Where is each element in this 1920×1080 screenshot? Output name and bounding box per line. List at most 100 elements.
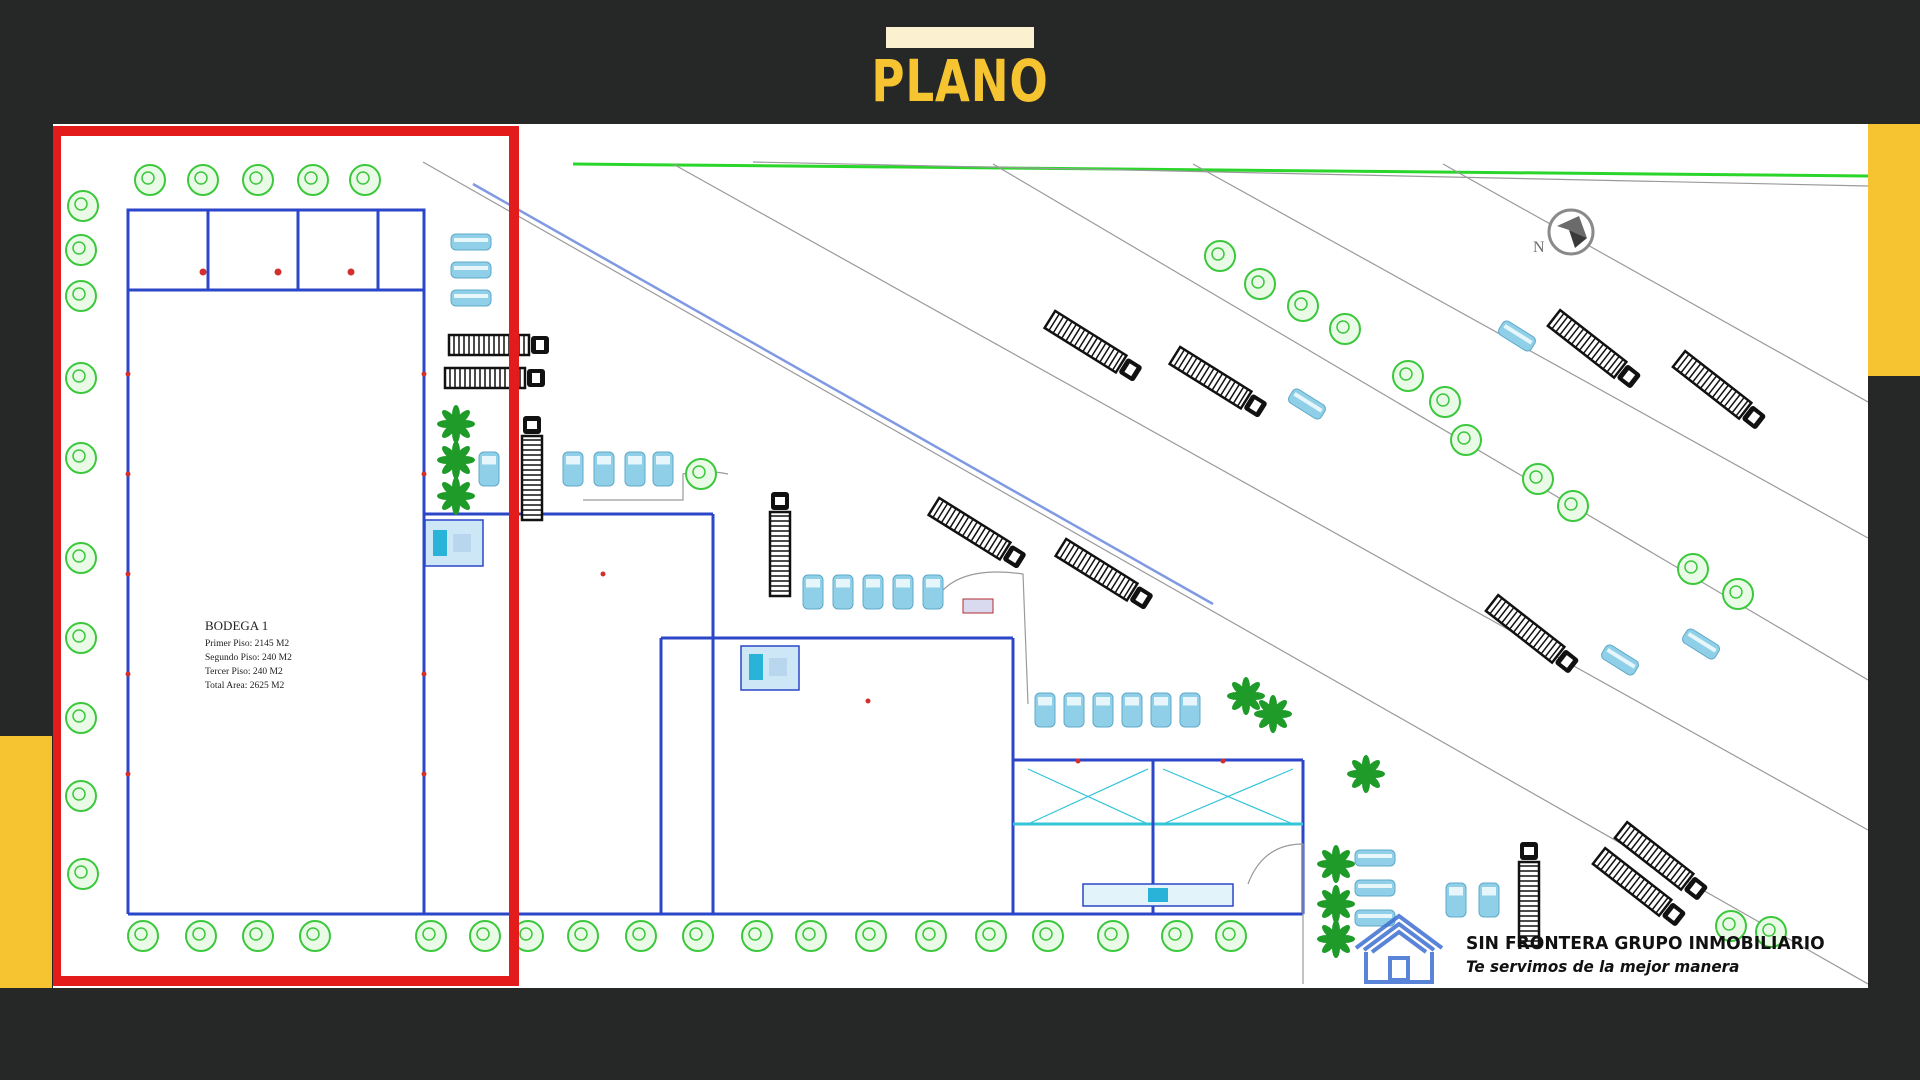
bodega-line-2: Segundo Piso: 240 M2 (205, 653, 292, 663)
parked-car-icon (1445, 882, 1467, 918)
tree-icon (975, 920, 1007, 952)
house-logo-icon (1354, 913, 1444, 984)
truck-icon (1167, 345, 1267, 418)
floor-plan-drawing: N BODEGA 1 Primer Piso: 2145 M2 Segundo … (53, 126, 1868, 986)
truck-icon (1591, 846, 1686, 926)
truck-icon (1042, 309, 1142, 382)
truck-icon (443, 366, 545, 390)
bodega-line-3: Tercer Piso: 240 M2 (205, 667, 283, 677)
parked-car-icon (624, 451, 646, 487)
truck-icon (926, 496, 1026, 569)
parked-car-icon (450, 261, 492, 279)
parked-car-icon (1092, 692, 1114, 728)
parked-car-icon (862, 574, 884, 610)
parked-car-icon (1682, 628, 1720, 660)
truck-icon (1484, 593, 1579, 673)
tree-icon (1557, 490, 1589, 522)
tree-icon (1715, 910, 1747, 942)
tree-icon (297, 164, 329, 196)
parked-car-icon (450, 289, 492, 307)
tree-icon (1215, 920, 1247, 952)
parked-car-icon (832, 574, 854, 610)
tree-icon (1287, 290, 1319, 322)
tree-icon (915, 920, 947, 952)
tree-icon (299, 920, 331, 952)
parked-car-icon (1601, 644, 1639, 676)
tree-icon (242, 920, 274, 952)
palm-tree-icon (437, 405, 475, 443)
parked-car-icon (652, 451, 674, 487)
tree-icon (1032, 920, 1064, 952)
bodega-label: BODEGA 1 Primer Piso: 2145 M2 Segundo Pi… (205, 618, 292, 691)
parked-car-icon (1354, 849, 1396, 867)
tree-icon (1392, 360, 1424, 392)
tree-icon (65, 362, 97, 394)
palm-tree-icon (1317, 885, 1355, 923)
tree-icon (1450, 424, 1482, 456)
parked-car-icon (1288, 388, 1326, 420)
bodega-highlight-frame (53, 126, 519, 986)
tree-icon (185, 920, 217, 952)
tree-icon (1677, 553, 1709, 585)
parked-car-icon (892, 574, 914, 610)
truck-icon (1613, 820, 1708, 900)
parked-car-icon (1478, 882, 1500, 918)
tree-icon (855, 920, 887, 952)
bodega-name: BODEGA 1 (205, 618, 268, 633)
palm-tree-icon (437, 477, 475, 515)
accent-block-right (1868, 124, 1920, 376)
parked-car-icon (562, 451, 584, 487)
parked-car-icon (478, 451, 500, 487)
tree-icon (134, 164, 166, 196)
truck-icon (1053, 537, 1153, 610)
tree-icon (65, 702, 97, 734)
tree-icon (1244, 268, 1276, 300)
tree-icon (65, 622, 97, 654)
palm-tree-icon (437, 441, 475, 479)
truck-icon (1546, 308, 1641, 388)
tree-icon (67, 190, 99, 222)
tree-icon (1429, 386, 1461, 418)
bodega-line-1: Primer Piso: 2145 M2 (205, 639, 289, 649)
tree-icon (65, 780, 97, 812)
palm-tree-icon (1227, 677, 1265, 715)
palm-tree-icon (1347, 755, 1385, 793)
tree-icon (625, 920, 657, 952)
tree-icon (65, 280, 97, 312)
tree-icon (469, 920, 501, 952)
tree-icon (65, 442, 97, 474)
truck-icon (447, 333, 549, 357)
parked-car-icon (1121, 692, 1143, 728)
tree-icon (127, 920, 159, 952)
truck-icon (768, 492, 792, 598)
title-decoration-bar (886, 27, 1034, 48)
parked-car-icon (1034, 692, 1056, 728)
tree-icon (682, 920, 714, 952)
bodega-line-4: Total Area: 2625 M2 (205, 681, 285, 691)
parked-car-icon (593, 451, 615, 487)
tree-icon (1161, 920, 1193, 952)
palm-tree-icon (1317, 845, 1355, 883)
tree-icon (795, 920, 827, 952)
brand-footer: SIN FRONTERA GRUPO INMOBILIARIO Te servi… (1352, 906, 1852, 986)
palm-tree-icon (1254, 695, 1292, 733)
floor-plan: N BODEGA 1 Primer Piso: 2145 M2 Segundo … (53, 124, 1868, 988)
tree-icon (1722, 578, 1754, 610)
tree-icon (65, 542, 97, 574)
tree-icon (741, 920, 773, 952)
parked-car-icon (1150, 692, 1172, 728)
parked-car-icon (1498, 320, 1536, 352)
tree-icon (1097, 920, 1129, 952)
truck-icon (1517, 842, 1541, 948)
tree-icon (1522, 463, 1554, 495)
parked-car-icon (802, 574, 824, 610)
brand-slogan: Te servimos de la mejor manera (1466, 957, 1740, 976)
truck-icon (520, 416, 544, 522)
tree-icon (1204, 240, 1236, 272)
parked-car-icon (1354, 879, 1396, 897)
palm-tree-icon (1317, 920, 1355, 958)
parked-car-icon (450, 233, 492, 251)
truck-icon (1671, 349, 1766, 429)
tree-icon (1329, 313, 1361, 345)
tree-icon (512, 920, 544, 952)
